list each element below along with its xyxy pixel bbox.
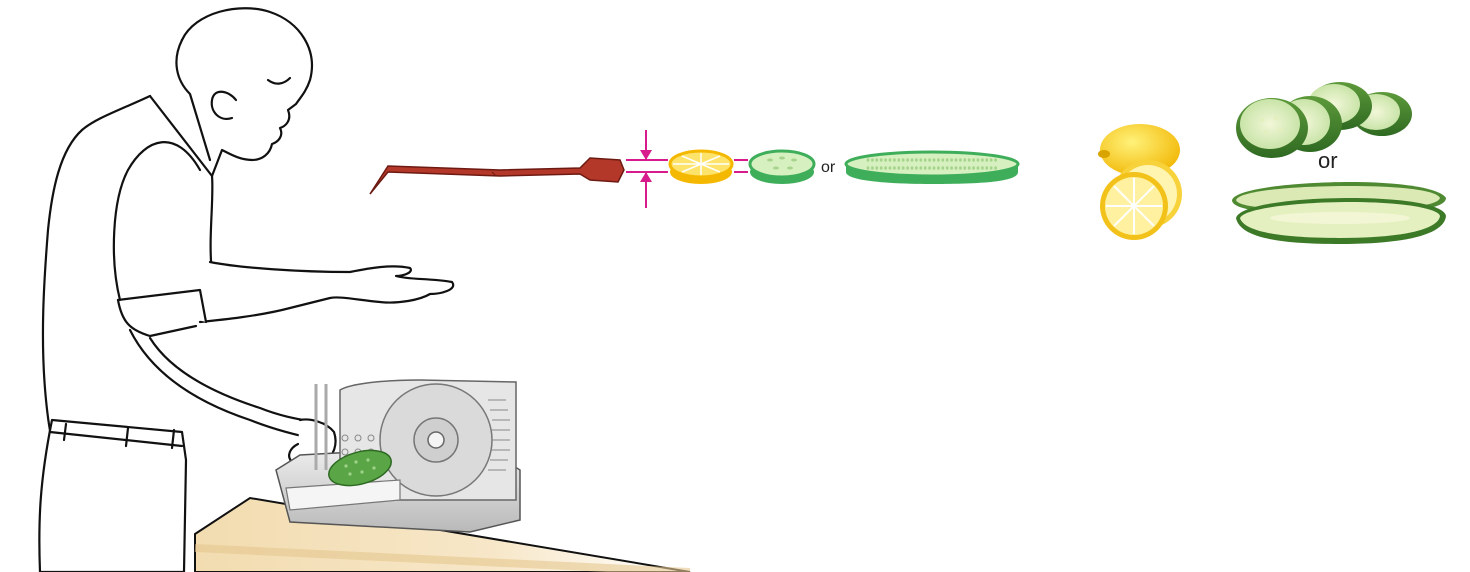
cucumber-seed bbox=[888, 158, 892, 162]
cucumber-seed bbox=[897, 166, 901, 170]
cucumber-seed bbox=[879, 158, 883, 162]
or-label-photo: or bbox=[1318, 148, 1338, 173]
cucumber-seed bbox=[932, 158, 936, 162]
cucumber-seed bbox=[972, 158, 975, 162]
cucumber-seed bbox=[928, 166, 931, 170]
cucumber-seed bbox=[919, 166, 923, 170]
cucumber-seed bbox=[875, 166, 879, 170]
cucumber-seed bbox=[901, 158, 905, 162]
cucumber-seed bbox=[915, 166, 918, 170]
lemon-photo bbox=[1098, 124, 1182, 240]
cucumber-seed bbox=[994, 166, 997, 170]
cucumber-slices-photo bbox=[1236, 82, 1412, 158]
cucumber-seed bbox=[871, 166, 874, 170]
cucumber-seed bbox=[972, 166, 975, 170]
cucumber-seed bbox=[871, 158, 874, 162]
cucumber-seed bbox=[945, 158, 949, 162]
cucumber-seed bbox=[893, 166, 896, 170]
lemon-slice-icon bbox=[668, 149, 734, 184]
cucumber-seed bbox=[950, 166, 953, 170]
cucumber-seed bbox=[985, 158, 989, 162]
cucumber-seed bbox=[941, 166, 945, 170]
cucumber-seed bbox=[981, 166, 984, 170]
cucumber-seed bbox=[879, 166, 883, 170]
cucumber-seed bbox=[923, 166, 927, 170]
cucumber-seed bbox=[963, 158, 967, 162]
cucumber-strips-photo bbox=[1232, 182, 1446, 244]
cucumber-seed bbox=[989, 166, 993, 170]
knife-icon bbox=[369, 157, 625, 195]
cucumber-seed bbox=[875, 158, 879, 162]
cucumber-strip-icon bbox=[844, 150, 1020, 184]
cucumber-seed bbox=[906, 166, 909, 170]
cucumber-seed bbox=[981, 158, 984, 162]
cucumber-slice-icon bbox=[748, 149, 816, 184]
cucumber-seed bbox=[866, 166, 870, 170]
cucumber-seed bbox=[910, 166, 914, 170]
person-line-art bbox=[38, 7, 455, 572]
cucumber-seed bbox=[963, 166, 967, 170]
cucumber-seed bbox=[884, 158, 887, 162]
cucumber-seed bbox=[937, 166, 940, 170]
cucumber-seed bbox=[989, 158, 993, 162]
cucumber-seed bbox=[967, 166, 971, 170]
cucumber-seed bbox=[901, 166, 905, 170]
cucumber-seed bbox=[985, 166, 989, 170]
cucumber-seed bbox=[976, 158, 980, 162]
cucumber-seed bbox=[941, 158, 945, 162]
cucumber-seed bbox=[994, 158, 997, 162]
cucumber-seed bbox=[937, 158, 940, 162]
cucumber-seed bbox=[967, 158, 971, 162]
cucumber-seed bbox=[945, 166, 949, 170]
or-label-small: or bbox=[821, 159, 836, 176]
cucumber-seed bbox=[897, 158, 901, 162]
cucumber-seed bbox=[884, 166, 887, 170]
cucumber-seed bbox=[959, 166, 962, 170]
thickness-dimension-arrows bbox=[626, 130, 748, 208]
meat-slicer bbox=[275, 379, 521, 533]
cucumber-seed bbox=[959, 158, 962, 162]
cucumber-seed bbox=[928, 158, 931, 162]
cucumber-seed bbox=[915, 158, 918, 162]
cucumber-seed bbox=[950, 158, 953, 162]
cucumber-seed bbox=[932, 166, 936, 170]
cucumber-seed bbox=[923, 158, 927, 162]
cucumber-seed bbox=[866, 158, 870, 162]
cucumber-seed bbox=[906, 158, 909, 162]
cucumber-seed bbox=[888, 166, 892, 170]
cucumber-seed bbox=[954, 158, 958, 162]
cucumber-seed bbox=[910, 158, 914, 162]
cucumber-seed bbox=[919, 158, 923, 162]
cucumber-seed bbox=[893, 158, 896, 162]
cucumber-seed bbox=[976, 166, 980, 170]
cucumber-seed bbox=[954, 166, 958, 170]
